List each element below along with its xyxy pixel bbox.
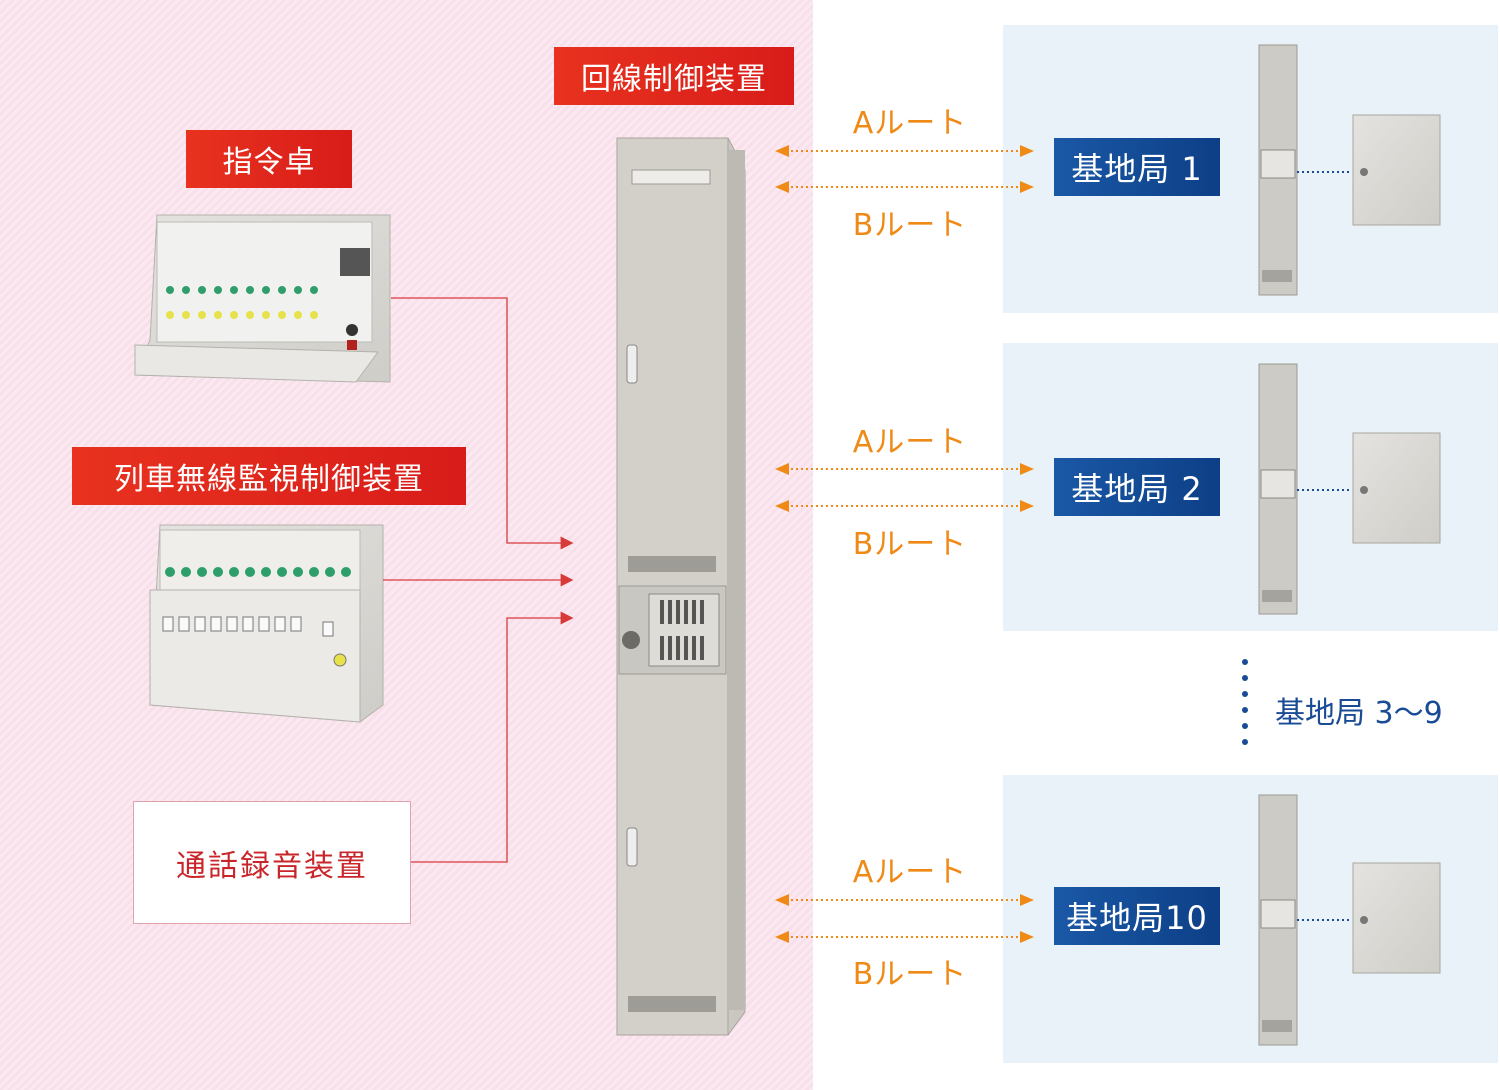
line-controller-cabinet [616,137,746,1036]
command-console-label: 指令卓 [186,130,352,188]
station-2-label: 基地局 2 [1054,458,1220,516]
route-b-label-10: Bルート [852,957,968,992]
station-2-equipment [1258,363,1441,615]
train-radio-monitor-device [149,524,384,723]
station-10-equipment [1258,794,1441,1046]
route-a-label-1: Aルート [852,106,968,141]
route-b-label-1: Bルート [852,208,968,243]
ellipsis-dots [1242,659,1248,745]
station-1-equipment [1258,44,1441,296]
route-b-label-2: Bルート [852,527,968,562]
call-recorder-label: 通話録音装置 [176,848,368,884]
call-recorder-box: 通話録音装置 [133,801,411,924]
route-a-label-10: Aルート [852,855,968,890]
station-10-label: 基地局10 [1054,887,1220,945]
route-lines [775,145,1034,943]
other-stations-label: 基地局 3〜9 [1275,696,1443,731]
route-a-label-2: Aルート [852,425,968,460]
command-console-device [134,214,391,383]
train-radio-monitor-label: 列車無線監視制御装置 [72,447,466,505]
station-1-label: 基地局 1 [1054,138,1220,196]
red-connectors [383,297,574,863]
line-controller-label: 回線制御装置 [554,47,794,105]
